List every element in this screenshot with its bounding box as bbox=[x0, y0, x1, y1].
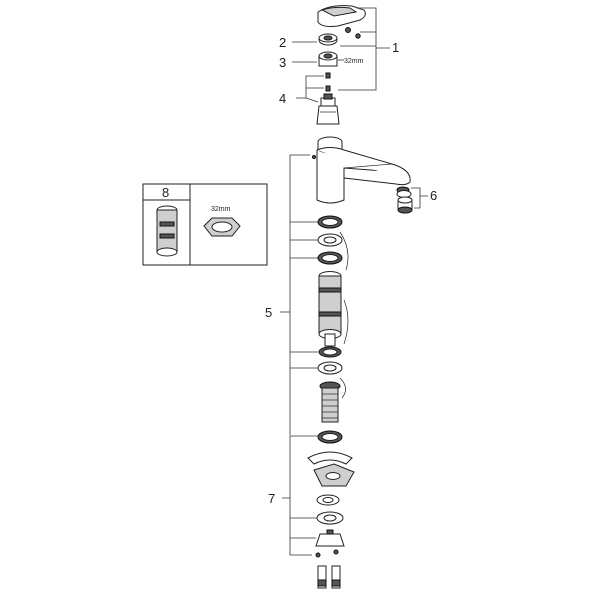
cartridge bbox=[316, 93, 340, 125]
thick-washer bbox=[316, 511, 344, 525]
callout-2-label: 2 bbox=[279, 35, 286, 50]
horseshoe-washer bbox=[307, 451, 353, 465]
callout-1-bracket bbox=[338, 7, 390, 91]
inset-extension-part bbox=[156, 205, 178, 257]
aerator-parts bbox=[396, 186, 413, 214]
extension-sleeve bbox=[318, 271, 342, 347]
washer-lower bbox=[317, 361, 343, 375]
base-nut bbox=[315, 529, 345, 547]
callout-1-label: 1 bbox=[392, 40, 399, 55]
handle-assembly bbox=[317, 5, 366, 39]
o-ring-lower bbox=[318, 346, 342, 358]
mixer-body bbox=[312, 136, 411, 204]
o-ring-base bbox=[317, 430, 343, 444]
washer-upper bbox=[317, 233, 343, 247]
callout-6-label: 6 bbox=[430, 188, 437, 203]
o-ring-middle bbox=[317, 251, 343, 265]
threaded-rod bbox=[319, 381, 341, 423]
callout-5-bracket bbox=[280, 154, 318, 435]
callout-4-bracket bbox=[296, 75, 324, 103]
callout-5-label: 5 bbox=[265, 305, 272, 320]
base-screws bbox=[315, 549, 339, 558]
stem-parts bbox=[325, 72, 331, 92]
fixing-plate bbox=[313, 463, 355, 487]
callout-4-label: 4 bbox=[279, 91, 286, 106]
callout-3-label: 3 bbox=[279, 55, 286, 70]
cover-ring-part-2 bbox=[318, 33, 338, 46]
o-ring-upper bbox=[317, 215, 343, 229]
inset-dimension-label: 32mm bbox=[211, 206, 231, 213]
callout-7-bracket bbox=[282, 435, 318, 556]
washer-base bbox=[316, 494, 340, 506]
nut-part-3 bbox=[318, 51, 338, 67]
supply-hose-connectors bbox=[317, 565, 341, 589]
inset-nut-part bbox=[203, 217, 241, 237]
callout-6-bracket bbox=[411, 187, 428, 209]
callout-8-label: 8 bbox=[162, 185, 169, 200]
callout-7-label: 7 bbox=[268, 491, 275, 506]
dimension-top-label: 32mm bbox=[344, 58, 364, 65]
